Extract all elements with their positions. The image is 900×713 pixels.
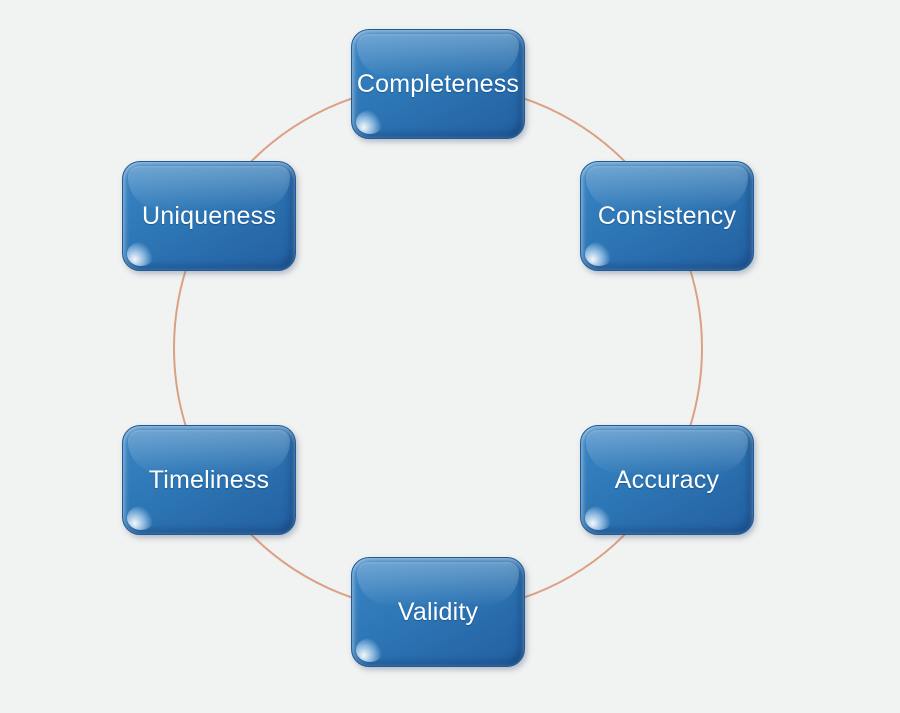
node-timeliness: Timeliness: [122, 425, 296, 535]
node-validity: Validity: [351, 557, 525, 667]
node-completeness-label: Completeness: [356, 69, 520, 98]
node-accuracy-label: Accuracy: [614, 465, 720, 494]
node-validity-label: Validity: [397, 597, 479, 626]
node-consistency: Consistency: [580, 161, 754, 271]
node-uniqueness-label: Uniqueness: [141, 201, 277, 230]
node-timeliness-label: Timeliness: [148, 465, 270, 494]
node-uniqueness: Uniqueness: [122, 161, 296, 271]
node-consistency-label: Consistency: [597, 201, 737, 230]
node-accuracy: Accuracy: [580, 425, 754, 535]
node-completeness: Completeness: [351, 29, 525, 139]
